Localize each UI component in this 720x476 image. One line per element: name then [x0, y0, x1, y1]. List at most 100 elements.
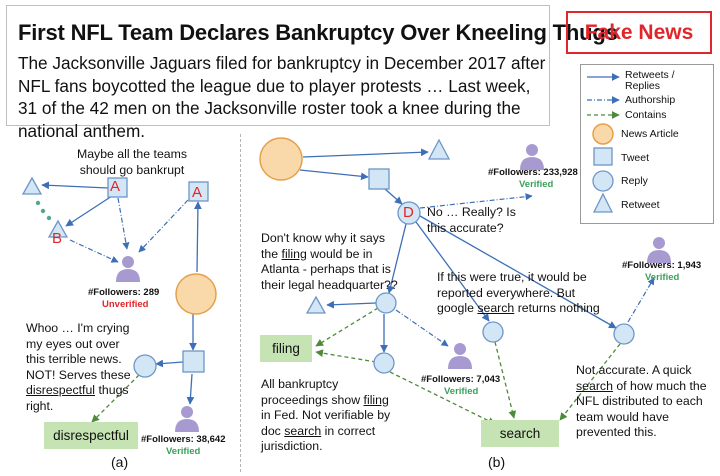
- edge-article-b-to-retweet: [302, 148, 429, 158]
- keyword-disrespectful: disrespectful: [44, 422, 138, 449]
- node-label-d: D: [403, 204, 414, 221]
- reply-node-low: [373, 352, 395, 374]
- comment-filing-part1: Don't know why it says the: [261, 231, 385, 261]
- edge-tweet-to-reply: [155, 359, 184, 368]
- tweet-node-a-right: [188, 181, 209, 202]
- retweet-node-b-top: [427, 138, 451, 160]
- caption-b: (b): [488, 454, 506, 470]
- news-article-node-a: [175, 273, 217, 315]
- edge-contains-search-1: [389, 371, 496, 425]
- reply-node-far-right: [613, 323, 635, 345]
- retweet-node-b-left: [305, 295, 327, 314]
- edge-reply-d-to-reply-mid: [386, 223, 407, 294]
- keyword-search: search: [481, 420, 559, 447]
- comment-filing-part2: would be in Atlanta - perhaps that is th…: [261, 246, 398, 292]
- status-b2: Verified: [444, 386, 479, 397]
- headline-title: First NFL Team Declares Bankruptcy Over …: [18, 20, 618, 45]
- comment-a-reply-part1: Whoo … I'm crying my eyes out over this …: [26, 321, 131, 382]
- legend-reply-label: Reply: [621, 175, 648, 187]
- retweet-node-b: [47, 219, 69, 238]
- comment-reported-part2: returns nothing: [517, 301, 600, 315]
- user-icon-a1: [116, 256, 140, 282]
- legend-tweet-label: Tweet: [621, 152, 650, 164]
- user-icon-b3: [647, 237, 671, 263]
- comment-reported-keyword: search: [477, 301, 515, 315]
- legend-reply-icon: [592, 170, 614, 192]
- comment-bankruptcy-keyword2: search: [284, 423, 322, 438]
- node-label-b: B: [52, 230, 63, 247]
- reply-node-mid: [375, 292, 397, 314]
- reply-node-a: [133, 354, 157, 378]
- status-a1: Unverified: [102, 299, 149, 310]
- comment-a-reply: Whoo … I'm crying my eyes out over this …: [26, 321, 138, 414]
- followers-b1: #Followers: 233,928: [488, 167, 578, 178]
- legend: Retweets / Replies Authorship Contains N…: [580, 64, 714, 224]
- comment-accurate-part2: of how much the NFL distributed to each …: [576, 378, 707, 440]
- reply-node-d: [397, 201, 421, 225]
- tweet-node-bottom: [182, 350, 205, 373]
- tweet-node-b: [368, 168, 390, 190]
- panel-divider: [240, 134, 241, 472]
- keyword-filing: filing: [260, 335, 312, 362]
- edge-article-b-to-tweet: [299, 169, 369, 181]
- headline-box: First NFL Team Declares Bankruptcy Over …: [6, 5, 618, 141]
- headline-body: The Jacksonville Jaguars filed for bankr…: [18, 53, 546, 141]
- edge-contains-search-2: [494, 341, 517, 419]
- comment-accurate-part1: Not accurate. A quick: [576, 363, 692, 377]
- comment-accurate: Not accurate. A quick search of how much…: [576, 363, 716, 441]
- legend-retweets-label: Retweets /: [625, 69, 675, 81]
- edge-authorship-a-top: [117, 197, 130, 250]
- status-a2: Verified: [166, 446, 201, 457]
- legend-symbols: [587, 73, 620, 213]
- legend-tweet-icon: [593, 147, 613, 166]
- edge-tweet-to-user2: [186, 373, 195, 405]
- comment-bankruptcy-part3: in correct jurisdiction.: [261, 423, 376, 454]
- edge-reply-d-authorship: [419, 193, 533, 209]
- comment-a-reply-part2: thugs right.: [26, 383, 129, 413]
- edge-reply-mid-authorship: [395, 309, 449, 347]
- user-icon-b1: [520, 144, 544, 170]
- comment-bankruptcy-part2: in Fed. Not verifiable by doc: [261, 408, 391, 438]
- comment-reported-part1: If this were true, it would be reported …: [437, 270, 587, 315]
- comment-a-top: Maybe all the teams should go bankrupt: [76, 147, 188, 177]
- comment-bankruptcy-keyword1: filing: [363, 392, 389, 407]
- panel-b-edges: [299, 148, 655, 425]
- edge-contains-search-3: [559, 343, 621, 421]
- edge-reply-mid-to-retweet: [326, 300, 377, 309]
- edge-authorship-a-right: [138, 199, 189, 253]
- comment-d: No … Really? Is this accurate?: [427, 205, 516, 235]
- edge-reply-d-to-reply-right: [415, 221, 490, 322]
- comment-bankruptcy: All bankruptcy proceedings show filing i…: [261, 377, 393, 455]
- followers-a2: #Followers: 38,642: [141, 434, 226, 445]
- status-b1: Verified: [519, 179, 554, 190]
- node-label-a-top: A: [110, 178, 121, 195]
- caption-a: (a): [111, 454, 129, 470]
- comment-filing: Don't know why it says the filing would …: [261, 231, 399, 293]
- legend-news-article-icon: [592, 123, 614, 145]
- edge-tweet-a-to-retweet-b: [65, 195, 113, 227]
- followers-a1: #Followers: 289: [88, 287, 160, 298]
- legend-retweet-label: Retweet: [621, 199, 660, 211]
- tweet-node-a-top: [107, 177, 128, 198]
- comment-filing-keyword: filing: [281, 246, 307, 261]
- legend-replies-label: Replies: [625, 80, 661, 92]
- panel-a-edges: [35, 181, 202, 423]
- reply-node-right: [482, 321, 504, 343]
- node-label-a-right: A: [192, 184, 203, 201]
- legend-contains-label: Contains: [625, 109, 667, 121]
- edge-tweet-to-reply-d: [384, 188, 403, 205]
- comment-accurate-keyword: search: [576, 378, 613, 393]
- edge-authorship-b: [69, 239, 119, 263]
- edge-article-to-tweet-a-right: [194, 201, 202, 273]
- followers-b3: #Followers: 1,943: [622, 260, 702, 271]
- user-icon-a2: [175, 406, 199, 432]
- edge-reply-far-right-authorship: [627, 277, 655, 323]
- fake-news-badge: Fake News: [566, 11, 712, 54]
- edge-tweet-a-to-retweet-left: [41, 181, 109, 190]
- retweet-node-left: [21, 176, 43, 195]
- comment-reported: If this were true, it would be reported …: [437, 270, 605, 317]
- news-article-node-b: [259, 137, 303, 181]
- status-b3: Verified: [645, 272, 680, 283]
- legend-retweet-icon: [592, 192, 614, 213]
